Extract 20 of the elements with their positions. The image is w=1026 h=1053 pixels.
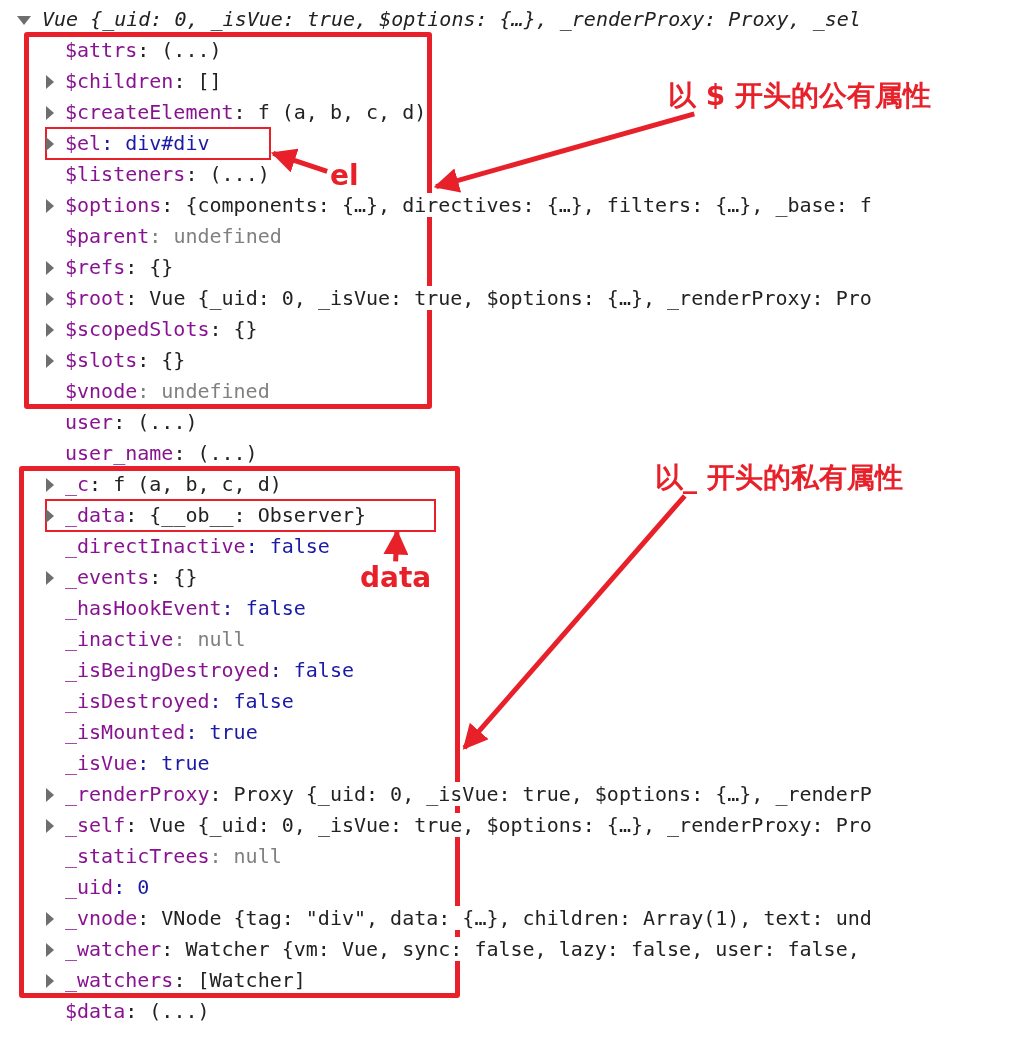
code-line: _watchers: [Watcher] xyxy=(65,967,306,994)
annotation-text: el xyxy=(330,160,359,193)
code-line: _self: Vue {_uid: 0, _isVue: true, $options: {…}, _renderProxy: Pro xyxy=(65,812,872,839)
annotation-text: data xyxy=(360,562,432,595)
code-line: _vnode: VNode {tag: "div", data: {…}, children: Array(1), text: und xyxy=(65,905,872,932)
code-line: $createElement: f (a, b, c, d) xyxy=(65,99,427,126)
highlight-box xyxy=(45,127,271,160)
code-line: _renderProxy: Proxy {_uid: 0, _isVue: true, $options: {…}, _renderP xyxy=(65,781,872,808)
arrow xyxy=(433,111,695,193)
arrow xyxy=(383,529,409,562)
code-line: $options: {components: {…}, directives: {…}, filters: {…}, _base: f xyxy=(65,192,872,219)
code-line: _isVue: true xyxy=(65,750,210,777)
code-line: $refs: {} xyxy=(65,254,174,281)
code-line: $attrs: (...) xyxy=(65,37,222,64)
annotation-text: 以 $ 开头的公有属性 xyxy=(668,80,931,113)
highlight-box xyxy=(45,499,436,532)
arrow xyxy=(462,494,687,750)
arrow xyxy=(270,148,328,174)
annotation-text: 以_ 开头的私有属性 xyxy=(655,462,903,495)
code-line: $root: Vue {_uid: 0, _isVue: true, $options: {…}, _renderProxy: Pro xyxy=(65,285,872,312)
